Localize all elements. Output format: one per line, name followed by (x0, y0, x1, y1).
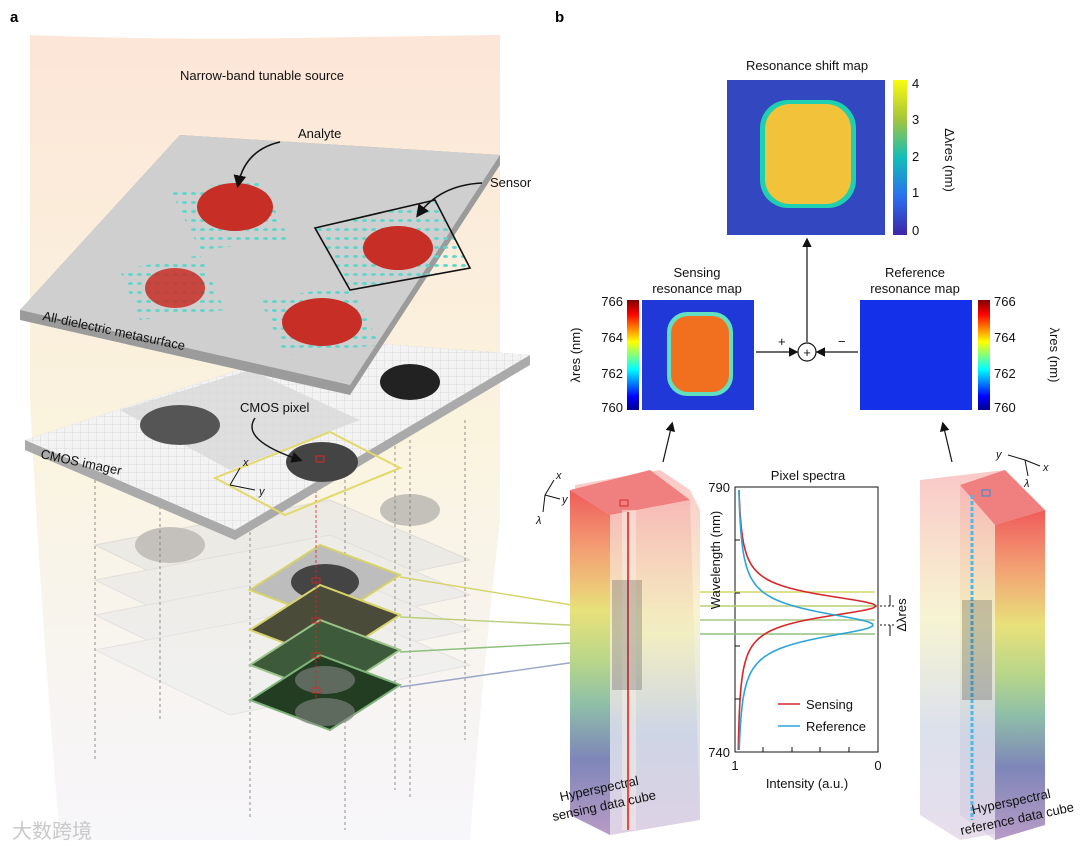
sensing-data-cube (570, 470, 700, 835)
axis-y-left: y (258, 486, 266, 498)
spectra-xlabel: Intensity (a.u.) (766, 776, 848, 791)
metasurface-plane (20, 135, 500, 395)
spectra-x-right: 0 (874, 758, 881, 773)
shift-tick-1: 1 (912, 185, 919, 200)
sensing-title-2: resonance map (652, 281, 742, 296)
cube-left-axis-x: x (555, 470, 562, 482)
axes-cube-right (1007, 454, 1041, 477)
axis-x-left: x (242, 457, 249, 469)
cmos-imager-plane (25, 340, 530, 540)
shift-tick-3: 3 (912, 112, 919, 127)
sum-symbol: + (803, 345, 811, 360)
cube-right-axis-y: y (995, 449, 1003, 461)
reference-tick-762: 762 (994, 366, 1016, 381)
spectra-x-left: 1 (731, 758, 738, 773)
panel-b-label: b (555, 9, 564, 26)
cube-right-axis-l: λ (1023, 478, 1029, 490)
spectra-y-top: 790 (708, 480, 730, 495)
cube-left-axis-y: y (561, 494, 569, 506)
sensing-tick-766: 766 (601, 294, 623, 309)
plus-sign: + (778, 334, 786, 349)
cube-right-axis-x: x (1042, 462, 1049, 474)
cube-left-axis-l: λ (535, 515, 541, 527)
cmos-pixel-arrow (251, 417, 303, 463)
axes-cube-left (542, 479, 561, 513)
sensing-tick-760: 760 (601, 400, 623, 415)
shift-colorbar (893, 80, 907, 235)
reference-cube-arrow (939, 421, 953, 463)
reference-title-1: Reference (885, 265, 945, 280)
spectra-ylabel: Wavelength (nm) (708, 511, 723, 610)
shift-colorbar-ticks: 4 3 2 1 0 (912, 76, 919, 238)
spectra-y-bottom: 740 (708, 745, 730, 760)
watermark: 大数跨境 (12, 820, 92, 843)
sensing-tick-762: 762 (601, 366, 623, 381)
reference-colorbar-ticks: 766 764 762 760 (994, 294, 1016, 415)
shift-tick-0: 0 (912, 223, 919, 238)
source-label: Narrow-band tunable source (180, 68, 344, 83)
shift-map (727, 80, 885, 235)
reference-tick-764: 764 (994, 330, 1016, 345)
sensing-unit: λres (nm) (568, 328, 583, 383)
reference-data-cube (920, 470, 1045, 840)
sensing-curve (737, 489, 878, 750)
slice-arrows (399, 576, 593, 688)
pixel-stack (247, 460, 403, 732)
reference-unit: λres (nm) (1047, 328, 1062, 383)
sensing-title-1: Sensing (674, 265, 721, 280)
legend-sensing-label: Sensing (806, 697, 853, 712)
cmos-pixel-label: CMOS pixel (240, 400, 309, 415)
sensing-map (642, 300, 754, 410)
delta-label: Δλres (894, 598, 909, 632)
shift-unit: Δλres (nm) (942, 128, 957, 192)
reference-curve (738, 490, 874, 751)
sensing-cube-arrow (662, 421, 676, 463)
delta-bracket (880, 595, 895, 636)
spectra-ticks (735, 539, 850, 752)
legend-reference-label: Reference (806, 719, 866, 734)
axes-xy-left (229, 467, 256, 491)
spectra-guides (700, 591, 875, 635)
reference-tick-760: 760 (994, 400, 1016, 415)
shift-tick-4: 4 (912, 76, 919, 91)
shift-tick-2: 2 (912, 149, 919, 164)
reference-tick-766: 766 (994, 294, 1016, 309)
sensing-colorbar-ticks: 766 764 762 760 (601, 294, 623, 415)
analyte-arrow (233, 141, 281, 189)
shift-map-title: Resonance shift map (746, 58, 868, 73)
panel-a-label: a (10, 9, 19, 26)
sensor-label: Sensor (490, 175, 532, 190)
reference-title-2: resonance map (870, 281, 960, 296)
reference-colorbar (978, 300, 990, 410)
minus-sign: − (838, 334, 846, 349)
sensor-arrow (416, 182, 483, 218)
sensing-tick-764: 764 (601, 330, 623, 345)
analyte-label: Analyte (298, 126, 341, 141)
spectra-title: Pixel spectra (771, 468, 846, 483)
sensing-colorbar (627, 300, 639, 410)
reference-map (860, 300, 972, 410)
